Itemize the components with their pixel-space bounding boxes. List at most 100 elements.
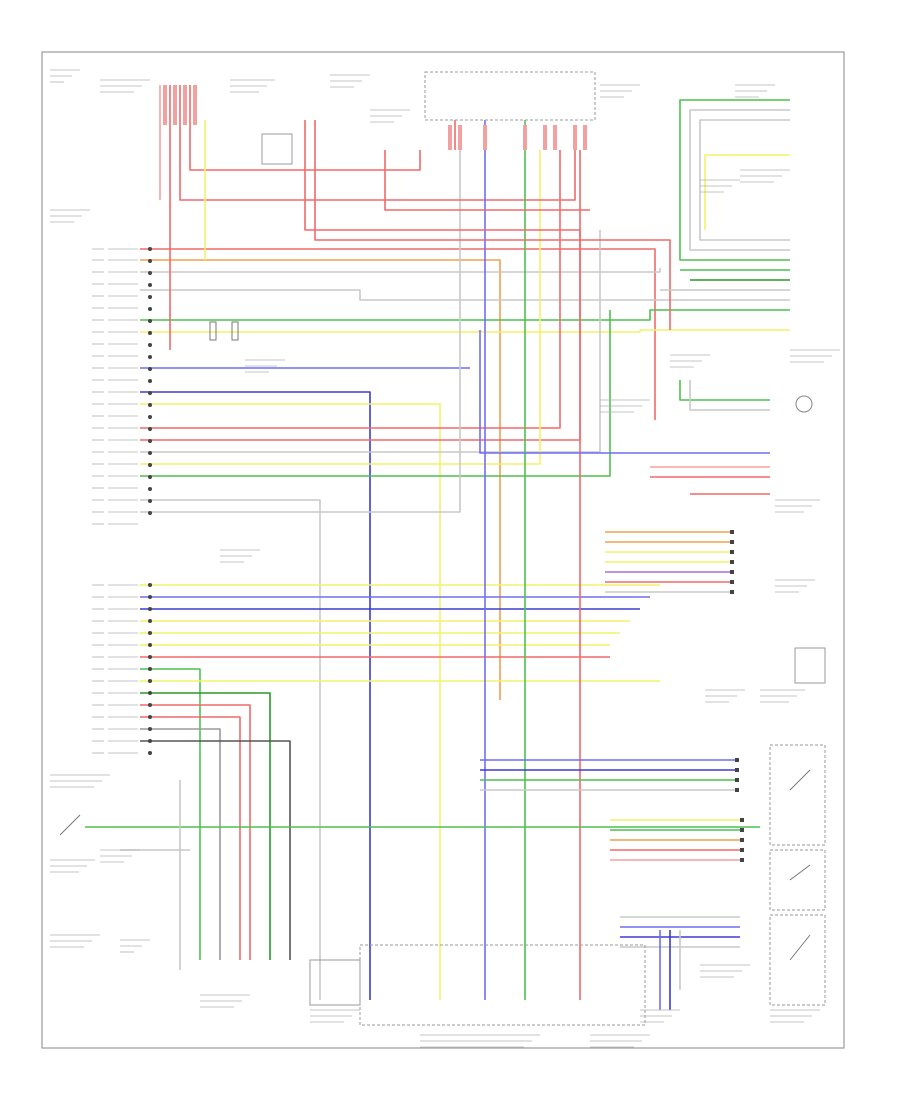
connector-tab [583,125,587,150]
sensor-box-right [794,647,826,684]
connector-pin-left-a [148,295,152,299]
connector-pin-left-a [148,247,152,251]
wire-yellow-1 [140,329,790,333]
connector-pin-left-a [148,415,152,419]
connector-tab [458,125,462,150]
connector-pin-left-a [148,271,152,275]
wire-green-r1 [679,99,790,261]
switch-box-2 [769,849,826,911]
component-layer [59,71,826,1026]
switch-symbol [789,864,811,881]
wire-gray-r4 [689,380,770,411]
connector-pin-right-3 [740,818,744,822]
wire-green-b2 [140,692,271,960]
connector-pin-left-a [148,331,152,335]
connector-pin-right-1 [730,570,734,574]
connector-pin-left-b [148,727,152,731]
connector-pin-left-a [148,487,152,491]
wire-green-1 [140,309,790,321]
connector-pin-right-1 [730,530,734,534]
connector-pin-left-a [148,463,152,467]
wire-blue-r1 [479,330,770,454]
wire-red-cn4 [384,150,590,211]
connector-pin-right-1 [730,550,734,554]
connector-tab [553,125,557,150]
wire-gray-1 [140,268,661,273]
connector-pin-left-a [148,307,152,311]
wire-red-b3 [140,716,241,960]
fuse-tab [173,85,177,125]
wire-red-2 [140,150,561,429]
connector-pin-right-1 [730,590,734,594]
connector-pin-right-2 [735,788,739,792]
connector-pin-left-b [148,619,152,623]
connector-pin-left-b [148,751,152,755]
switch-box-1 [769,744,826,846]
connector-tab [448,125,452,150]
connector-pin-right-2 [735,778,739,782]
wire-orange-1 [140,259,501,700]
connector-pin-left-b [148,583,152,587]
connector-pin-left-b [148,703,152,707]
connector-pin-left-a [148,511,152,515]
wire-blue-2 [140,391,371,1000]
wire-gray-2 [140,289,790,301]
connector-pin-left-a [148,355,152,359]
connector-pin-left-b [148,679,152,683]
wire-red-b2 [140,704,251,960]
connector-pin-right-3 [740,838,744,842]
connector-pin-left-b [148,667,152,671]
connector-pin-left-b [148,595,152,599]
connector-pin-left-b [148,739,152,743]
wire-gray-b1 [140,728,221,960]
fuse-tab [183,85,187,125]
fuse-tab [193,85,197,125]
wire-gray-5 [140,150,461,513]
transmission-sensor-box [309,959,361,1006]
diode-symbol [209,321,217,341]
connector-pin-left-a [148,367,152,371]
switch-symbol [789,934,811,961]
connector-pin-left-a [148,475,152,479]
switch-box-3 [769,914,826,1006]
connector-pin-right-3 [740,858,744,862]
connector-pin-left-a [148,499,152,503]
wire-yellow-2 [140,403,441,1000]
connector-pin-left-b [148,715,152,719]
connector-pin-left-a [148,391,152,395]
wire-black-b1 [140,740,291,960]
connector-pin-left-a [148,283,152,287]
lamp-symbol [795,395,813,413]
diode-symbol [231,321,239,341]
connector-pin-left-a [148,427,152,431]
connector-pin-left-b [148,655,152,659]
wire-red-cn3 [314,120,671,330]
connector-pin-right-1 [730,540,734,544]
wire-green-2 [140,310,611,477]
connector-pin-left-a [148,403,152,407]
connector-pin-left-a [148,451,152,455]
connector-tab [523,125,527,150]
top-center-connector-box [424,71,596,121]
wire-green-r4 [679,380,770,401]
diagram-frame [41,51,845,1049]
wire-red-top2 [179,85,576,201]
ignition-relay-box [261,133,293,165]
connector-pin-left-a [148,439,152,443]
connector-tab [483,125,487,150]
connector-tab [543,125,547,150]
wire-yellow-3 [140,150,541,465]
connector-pin-right-3 [740,828,744,832]
wire-gray-4 [140,499,321,1000]
switch-symbol [789,769,811,791]
connector-pin-left-b [148,643,152,647]
connector-pin-left-a [148,319,152,323]
fuse-tab [163,85,167,125]
label-layer [50,69,840,1048]
connector-pin-right-1 [730,560,734,564]
wire-gray-r1 [689,109,790,251]
wire-red-cn2 [304,120,581,1000]
control-module-group-box [359,944,646,1026]
